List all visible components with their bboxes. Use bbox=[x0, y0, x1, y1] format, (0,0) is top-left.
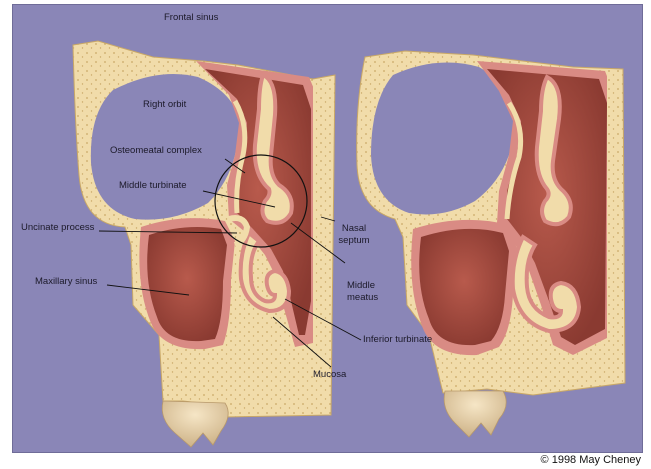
label-inferior-turbinate: Inferior turbinate bbox=[363, 334, 432, 345]
label-middle-turbinate: Middle turbinate bbox=[119, 180, 187, 191]
right-maxillary-cavity bbox=[419, 229, 509, 345]
label-maxillary-sinus: Maxillary sinus bbox=[35, 276, 97, 287]
diagram-panel: Frontal sinus Right orbit Osteomeatal co… bbox=[12, 4, 643, 453]
right-septum bbox=[607, 75, 619, 365]
right-tooth bbox=[444, 391, 506, 437]
label-nasal-septum-line1: Nasal bbox=[337, 223, 371, 234]
label-frontal-sinus: Frontal sinus bbox=[164, 12, 218, 23]
label-middle-meatus-line2: meatus bbox=[347, 292, 378, 303]
sinus-anatomy-illustration bbox=[13, 5, 642, 452]
label-uncinate-process: Uncinate process bbox=[21, 222, 94, 233]
left-tooth bbox=[162, 401, 228, 447]
label-osteomeatal-complex: Osteomeatal complex bbox=[110, 145, 202, 156]
label-nasal-septum-line2: septum bbox=[337, 235, 371, 246]
copyright-notice: © 1998 May Cheney bbox=[541, 454, 641, 466]
left-section bbox=[73, 41, 335, 447]
label-middle-meatus-line1: Middle bbox=[347, 280, 375, 291]
label-right-orbit: Right orbit bbox=[143, 99, 186, 110]
label-mucosa: Mucosa bbox=[313, 369, 346, 380]
right-section bbox=[357, 51, 625, 437]
left-septum bbox=[313, 81, 325, 371]
